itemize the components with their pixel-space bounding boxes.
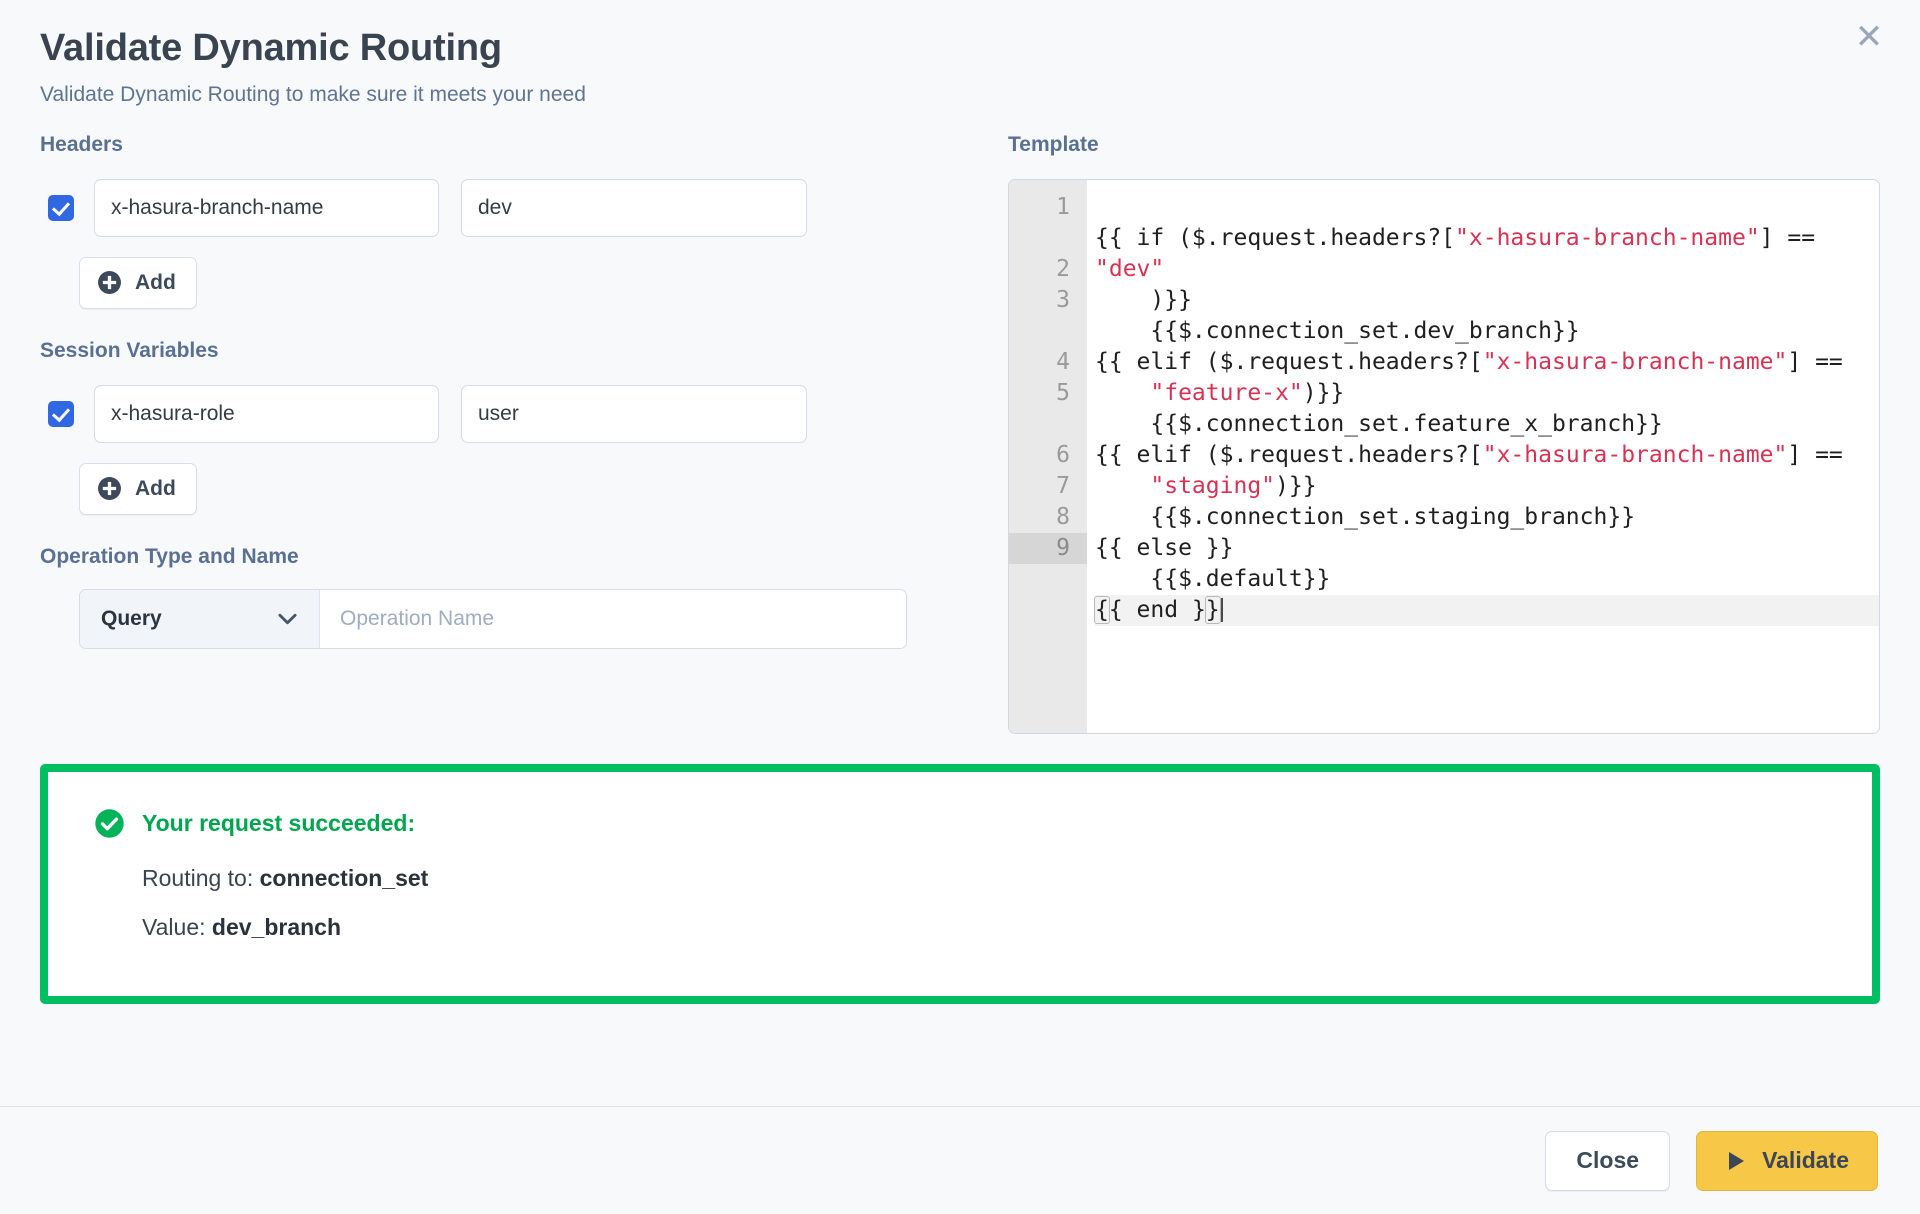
template-section-label: Template (1008, 132, 1099, 156)
code-line: {{ if ($.request.headers?["x-hasura-bran… (1095, 224, 1829, 313)
modal-header: Validate Dynamic Routing Validate Dynami… (0, 0, 1920, 107)
code-line: {{$.default}} (1095, 565, 1331, 592)
session-variables-section-label: Session Variables (40, 338, 219, 362)
line-number: 7 (1056, 472, 1070, 499)
session-variable-key-input[interactable] (94, 384, 439, 443)
routing-line: Routing to: connection_set (142, 865, 1872, 892)
value-line: Value: dev_branch (142, 914, 1872, 941)
header-row-checkbox[interactable] (48, 194, 74, 221)
validate-button[interactable]: Validate (1696, 1130, 1878, 1191)
line-number: 4 (1056, 348, 1070, 375)
editor-code-area[interactable]: {{ if ($.request.headers?["x-hasura-bran… (1087, 180, 1879, 733)
code-line: {{ elif ($.request.headers?["x-hasura-br… (1095, 348, 1843, 406)
routing-value: connection_set (259, 864, 429, 891)
value-value: dev_branch (211, 913, 342, 940)
operation-type-select[interactable]: Query (80, 589, 320, 648)
success-title: Your request succeeded: (142, 809, 416, 836)
session-variable-row (40, 384, 970, 443)
code-line: {{$.connection_set.dev_branch}} (1095, 317, 1580, 344)
plus-circle-icon (97, 476, 122, 501)
session-variable-value-input[interactable] (461, 384, 807, 443)
value-label: Value: (142, 913, 206, 940)
play-icon (1725, 1150, 1747, 1172)
add-session-variable-button[interactable]: Add (79, 462, 197, 515)
code-line: {{ else }} (1095, 534, 1234, 561)
operation-row: Query (79, 588, 907, 649)
template-editor[interactable]: 1 2 3 4 5 6 7 8 9 {{ if ($.request.heade… (1008, 178, 1880, 734)
page-title: Validate Dynamic Routing (40, 27, 502, 69)
operation-type-value: Query (101, 606, 162, 630)
header-value-input[interactable] (461, 178, 807, 237)
editor-line-numbers: 1 2 3 4 5 6 7 8 9 (1009, 179, 1087, 733)
code-line: {{$.connection_set.staging_branch}} (1095, 503, 1636, 530)
check-circle-icon (94, 808, 125, 839)
add-header-label: Add (135, 270, 176, 294)
line-number: 2 (1056, 255, 1070, 282)
operation-name-input[interactable] (320, 589, 906, 648)
success-header: Your request succeeded: (94, 808, 1872, 839)
line-number-active: 9 (1009, 532, 1087, 564)
success-panel: Your request succeeded: Routing to: conn… (40, 763, 1880, 1004)
page-subtitle: Validate Dynamic Routing to make sure it… (40, 82, 586, 106)
header-key-input[interactable] (94, 178, 439, 237)
validation-result-wrap: Your request succeeded: Routing to: conn… (0, 734, 1920, 1004)
modal-footer: Close Validate (0, 1106, 1920, 1214)
close-button[interactable]: Close (1545, 1130, 1671, 1191)
code-line: {{ elif ($.request.headers?["x-hasura-br… (1095, 441, 1843, 499)
line-number: 1 (1056, 193, 1070, 220)
header-row (40, 178, 970, 237)
code-line-active: {{ end }} (1094, 594, 1879, 626)
operation-section-label: Operation Type and Name (40, 544, 299, 568)
plus-circle-icon (97, 270, 122, 295)
session-variable-row-checkbox[interactable] (48, 400, 74, 427)
headers-section-label: Headers (40, 132, 123, 156)
line-number: 8 (1056, 503, 1070, 530)
add-session-variable-label: Add (135, 476, 176, 500)
form-column: Headers Add Session Variables (40, 133, 970, 734)
line-number: 3 (1056, 286, 1070, 313)
validate-label: Validate (1762, 1147, 1849, 1173)
chevron-down-icon (278, 613, 297, 625)
routing-label: Routing to: (142, 864, 254, 891)
code-line: {{$.connection_set.feature_x_branch}} (1095, 410, 1663, 437)
add-header-button[interactable]: Add (79, 256, 197, 309)
template-column: Template 1 2 3 4 5 6 7 8 9 {{ if ($.requ… (970, 133, 1880, 734)
line-number: 6 (1056, 441, 1070, 468)
line-number: 5 (1056, 379, 1070, 406)
modal-body: Headers Add Session Variables (0, 107, 1920, 734)
close-icon[interactable]: ✕ (1846, 14, 1892, 60)
